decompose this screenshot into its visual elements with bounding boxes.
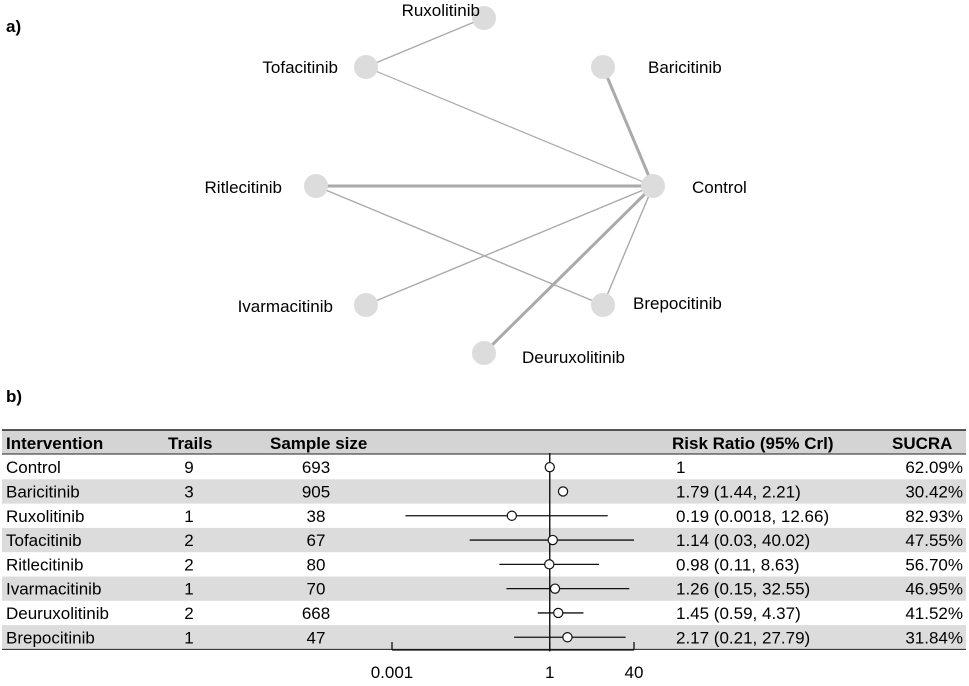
cell-intervention: Baricitinib: [6, 482, 80, 501]
header-sucra: SUCRA: [892, 434, 952, 453]
node-label-tofacitinib: Tofacitinib: [262, 58, 338, 77]
edge-deuruxolitinib-control: [482, 184, 655, 355]
cell-sample-size: 47: [307, 628, 326, 647]
cell-trails: 9: [184, 458, 193, 477]
edge-ivarmacitinib-control: [365, 185, 654, 306]
cell-trails: 1: [184, 580, 193, 599]
forest-rows: Control 9 693 1 62.09% Baricitinib 3 905 1.79 (1…: [2, 453, 966, 652]
cell-sample-size: 38: [307, 507, 326, 526]
table-row: Control 9 693 1 62.09%: [6, 458, 963, 477]
table-row: Brepocitinib 1 47 2.17 (0.21, 27.79) 31.84%: [2, 625, 966, 650]
row-background: [2, 576, 966, 601]
cell-risk-ratio: 1.14 (0.03, 40.02): [676, 531, 810, 550]
edge-ritlecitinib-brepocitinib: [315, 185, 604, 306]
cell-trails: 2: [184, 531, 193, 550]
cell-sample-size: 693: [302, 458, 330, 477]
cell-risk-ratio: 1.26 (0.15, 32.55): [676, 580, 810, 599]
cell-intervention: Deuruxolitinib: [6, 604, 109, 623]
node-label-control: Control: [692, 178, 747, 197]
node-label-deuruxolitinib: Deuruxolitinib: [522, 348, 625, 367]
forest-x-axis: 0.001 1 40: [371, 642, 644, 682]
cell-risk-ratio: 1.45 (0.59, 4.37): [676, 604, 801, 623]
cell-risk-ratio: 0.19 (0.0018, 12.66): [676, 507, 829, 526]
node-label-ruxolitinib: Ruxolitinib: [402, 1, 480, 20]
cell-sucra: 56.70%: [905, 555, 963, 574]
node-label-ritlecitinib: Ritlecitinib: [205, 178, 282, 197]
panel-label-b: b): [6, 387, 22, 406]
node-tofacitinib: [354, 55, 378, 79]
node-ruxolitinib: [472, 6, 496, 30]
panel-label-a: a): [6, 17, 21, 36]
header-row-background: [2, 430, 966, 454]
cell-sucra: 47.55%: [905, 531, 963, 550]
x-tick-label-1: 1: [545, 663, 554, 682]
cell-sucra: 41.52%: [905, 604, 963, 623]
table-row: Baricitinib 3 905 1.79 (1.44, 2.21) 30.42%: [2, 479, 966, 504]
cell-sample-size: 905: [302, 482, 330, 501]
row-background: [2, 479, 966, 504]
x-tick-label-2: 40: [625, 663, 644, 682]
cell-intervention: Ritlecitinib: [6, 555, 83, 574]
cell-sucra: 31.84%: [905, 628, 963, 647]
cell-sample-size: 80: [307, 555, 326, 574]
table-row: Ruxolitinib 1 38 0.19 (0.0018, 12.66) 82.93%: [6, 507, 963, 526]
point-estimate-brepocitinib: [562, 632, 573, 643]
cell-sucra: 30.42%: [905, 482, 963, 501]
forest-plot: Intervention Trails Sample size Risk Rat…: [2, 429, 966, 682]
edge-tofacitinib-ruxolitinib: [365, 17, 485, 68]
edge-tofacitinib-control: [365, 66, 654, 187]
cell-risk-ratio: 1.79 (1.44, 2.21): [676, 482, 801, 501]
cell-sample-size: 67: [307, 531, 326, 550]
node-label-ivarmacitinib: Ivarmacitinib: [238, 297, 333, 316]
x-tick-label-0: 0.001: [371, 663, 414, 682]
cell-intervention: Brepocitinib: [6, 628, 95, 647]
cell-sucra: 82.93%: [905, 507, 963, 526]
cell-risk-ratio: 2.17 (0.21, 27.79): [676, 628, 810, 647]
cell-risk-ratio: 1: [676, 458, 685, 477]
cell-trails: 2: [184, 604, 193, 623]
cell-intervention: Ruxolitinib: [6, 507, 84, 526]
header-sample-size: Sample size: [270, 434, 367, 453]
point-estimate-control: [544, 461, 555, 473]
cell-trails: 1: [184, 628, 193, 647]
table-row: Tofacitinib 2 67 1.14 (0.03, 40.02) 47.55%: [2, 527, 966, 553]
header-intervention: Intervention: [6, 434, 103, 453]
header-trails: Trails: [168, 434, 212, 453]
cell-sucra: 46.95%: [905, 580, 963, 599]
header-risk-ratio: Risk Ratio (95% Crl): [672, 434, 834, 453]
node-label-baricitinib: Baricitinib: [648, 58, 722, 77]
cell-sucra: 62.09%: [905, 458, 963, 477]
point-estimate-deuruxolitinib: [553, 607, 564, 619]
cell-intervention: Tofacitinib: [6, 531, 82, 550]
table-row: Ritlecitinib 2 80 0.98 (0.11, 8.63) 56.70%: [6, 555, 963, 574]
network-edges: [315, 17, 655, 355]
cell-risk-ratio: 0.98 (0.11, 8.63): [676, 555, 800, 574]
cell-intervention: Ivarmacitinib: [6, 580, 101, 599]
cell-sample-size: 70: [307, 580, 326, 599]
table-row: Deuruxolitinib 2 668 1.45 (0.59, 4.37) 41.52…: [6, 604, 963, 623]
point-estimate-baricitinib: [557, 486, 569, 497]
point-estimate-tofacitinib: [547, 534, 558, 546]
point-estimate-ivarmacitinib: [549, 583, 561, 594]
cell-trails: 2: [184, 555, 193, 574]
row-background: [2, 625, 966, 650]
point-estimate-ritlecitinib: [544, 559, 555, 570]
point-estimate-ruxolitinib: [506, 510, 518, 521]
cell-sample-size: 668: [302, 604, 330, 623]
node-brepocitinib: [591, 293, 615, 317]
node-control: [641, 174, 665, 198]
node-label-brepocitinib: Brepocitinib: [633, 294, 722, 313]
table-row: Ivarmacitinib 1 70 1.26 (0.15, 32.55) 46.95%: [2, 576, 966, 601]
cell-trails: 3: [184, 482, 193, 501]
node-ritlecitinib: [304, 174, 328, 198]
node-deuruxolitinib: [472, 341, 496, 365]
node-ivarmacitinib: [354, 293, 378, 317]
cell-intervention: Control: [6, 458, 61, 477]
edge-brepocitinib-control: [602, 185, 654, 306]
edge-baricitinib-control: [601, 66, 655, 187]
node-baricitinib: [591, 55, 615, 79]
cell-trails: 1: [184, 507, 193, 526]
